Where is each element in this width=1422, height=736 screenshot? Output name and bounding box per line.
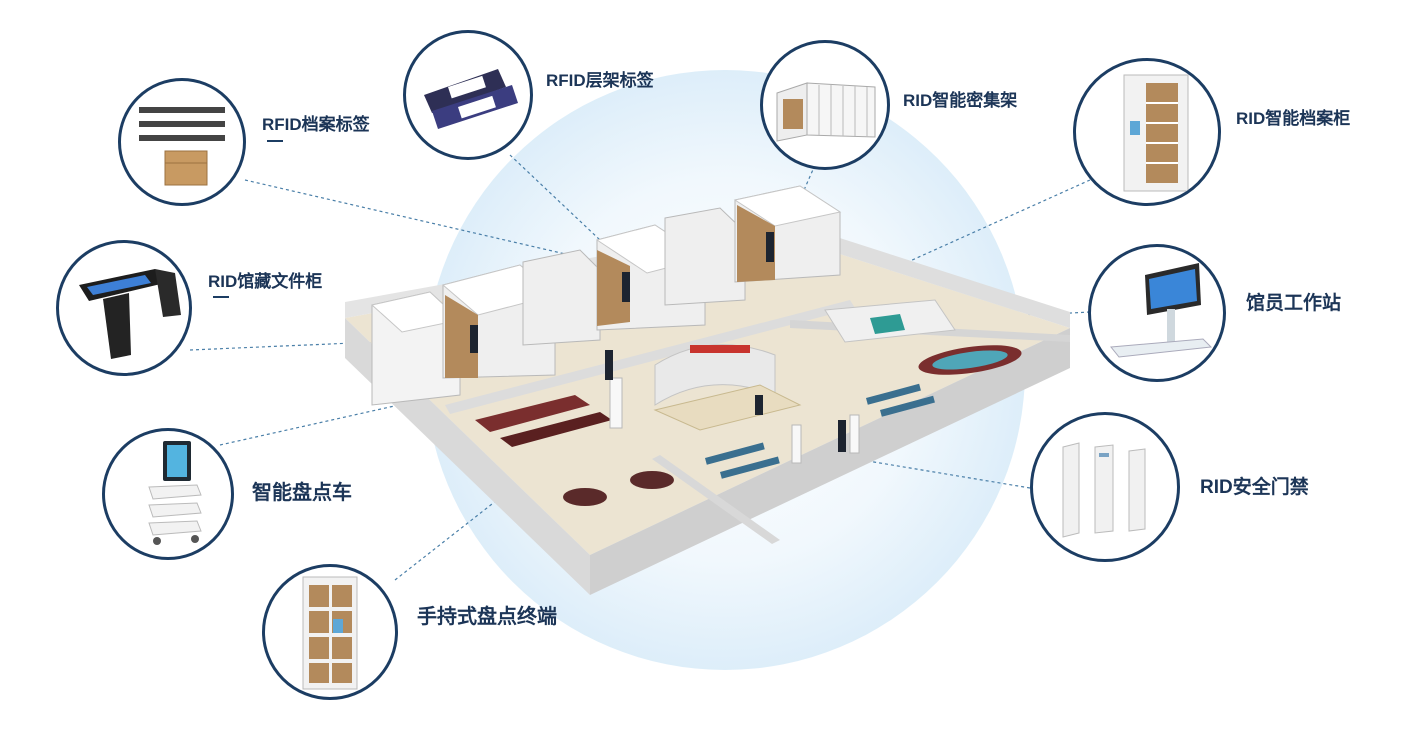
waiting-benches [705, 383, 935, 479]
office-area [824, 299, 956, 343]
archive-tag-circle [118, 78, 246, 206]
leader-file-cabinet [189, 337, 471, 351]
compact-shelf-label: RID智能密集架 [903, 91, 1018, 110]
archive-cabinet-circle [1073, 58, 1221, 206]
workstation-icon [1110, 263, 1213, 358]
service-desk [653, 344, 802, 431]
partition-wall-lower [652, 455, 780, 544]
people [470, 232, 846, 452]
terminal-cabinet-icon [302, 576, 358, 690]
compact-shelf-circle [760, 40, 890, 170]
archive-cabinet-icon [1123, 74, 1189, 192]
security-gate-circle [1030, 412, 1180, 562]
handheld-reader-icon [79, 269, 181, 359]
leader-shelf-tag [509, 154, 601, 241]
inventory-cart-icon [148, 441, 202, 545]
inventory-cart-circle [102, 428, 234, 560]
wall-right [590, 328, 1070, 595]
security-gate-icon [1062, 442, 1146, 538]
partition-wall [445, 300, 855, 414]
file-cabinet-label: RID馆藏文件柜 [208, 272, 323, 291]
librarian-station-circle [1088, 244, 1226, 382]
shelving-units [370, 185, 842, 406]
reading-desks [475, 395, 612, 447]
shelf-tag-icon [424, 69, 518, 129]
security-gate-label: RID安全门禁 [1200, 477, 1309, 498]
archive-tag-icon [139, 107, 225, 186]
archive-tag-dash [267, 140, 283, 142]
compact-shelf-icon [776, 82, 876, 142]
wall-back-right [790, 222, 1070, 328]
plan-security-gates [609, 377, 860, 464]
shelf-tag-label: RFID层架标签 [546, 71, 654, 90]
handheld-terminal-circle [262, 564, 398, 700]
shelf-tag-circle [403, 30, 533, 160]
file-cabinet-dash [213, 296, 229, 298]
leader-archive-tag [244, 179, 601, 263]
handheld-terminal-label: 手持式盘点终端 [417, 606, 557, 628]
leader-archive-cabinet [889, 179, 1091, 271]
librarian-station-label: 馆员工作站 [1246, 293, 1342, 314]
archive-tag-label: RFID档案标签 [262, 115, 370, 134]
round-tables [563, 471, 674, 506]
inventory-cart-label: 智能盘点车 [252, 482, 352, 504]
leader-security-gate [849, 457, 1031, 489]
file-cabinet-circle [56, 240, 192, 376]
archive-cabinet-label: RID智能档案柜 [1236, 109, 1351, 128]
